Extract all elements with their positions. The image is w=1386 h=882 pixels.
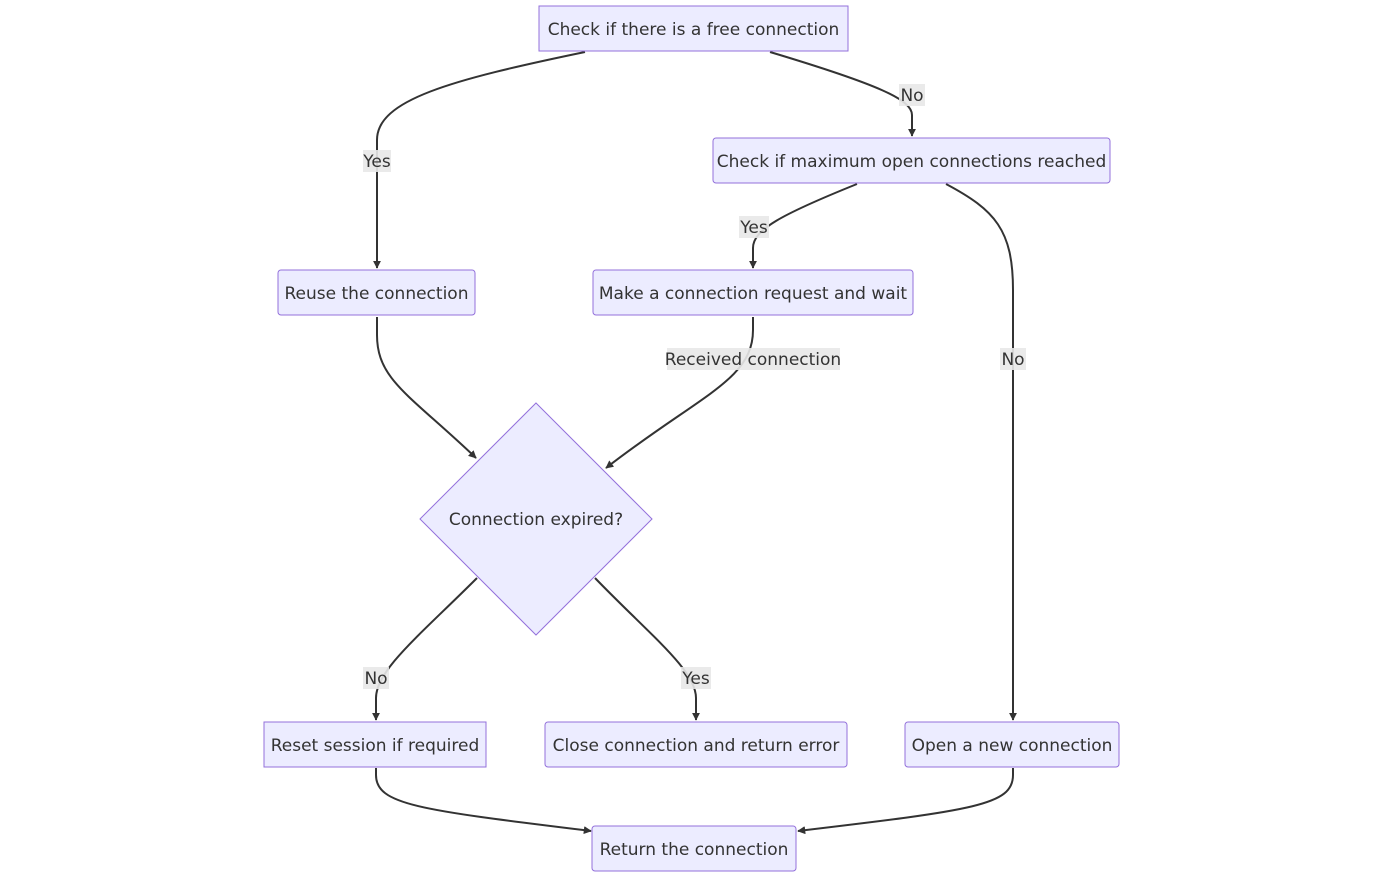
node-check-free-connection: Check if there is a free connection [538, 5, 849, 52]
node-label: Return the connection [600, 840, 789, 860]
edge-request-to-expired [605, 317, 754, 469]
label-bg-received [667, 348, 840, 370]
edge-max-to-open [945, 183, 1017, 721]
label-bg-free-no [899, 84, 925, 106]
node-make-connection-request: Make a connection request and wait [592, 269, 914, 316]
label-bg-max-yes [739, 216, 769, 238]
edge-max-to-request [749, 183, 858, 269]
edge-reuse-to-expired [376, 317, 477, 459]
nodes: Check if there is a free connection Chec… [263, 5, 1120, 872]
edge-reset-to-return [375, 768, 592, 835]
node-connection-expired-decision: Connection expired? [419, 402, 653, 636]
edge-label-received: Received connection [665, 350, 841, 370]
node-open-new-connection: Open a new connection [904, 721, 1120, 768]
node-label: Check if there is a free connection [548, 20, 840, 40]
edge-label-expired-no: No [364, 669, 387, 689]
edge-free-to-reuse [373, 51, 586, 269]
node-label: Reset session if required [271, 736, 480, 756]
edge-free-to-max [769, 51, 916, 137]
node-reset-session: Reset session if required [263, 721, 487, 768]
edge-label-max-yes: Yes [739, 218, 768, 238]
node-close-connection: Close connection and return error [544, 721, 848, 768]
node-label: Check if maximum open connections reache… [717, 152, 1107, 172]
node-reuse-connection: Reuse the connection [277, 269, 476, 316]
label-bg-expired-no [363, 667, 389, 689]
node-label: Make a connection request and wait [599, 284, 908, 304]
node-label: Close connection and return error [553, 736, 840, 756]
edge-expired-to-close [594, 577, 700, 721]
label-bg-max-no [1000, 348, 1026, 370]
node-return-connection: Return the connection [591, 825, 797, 872]
node-label: Connection expired? [449, 510, 623, 530]
edge-label-max-no: No [1001, 350, 1024, 370]
label-bg-expired-yes [681, 667, 711, 689]
edge-label-free-no: No [900, 86, 923, 106]
edges [372, 51, 1017, 835]
label-bg-free-yes [363, 150, 391, 172]
edge-label-free-yes: Yes [362, 152, 391, 172]
node-label: Reuse the connection [285, 284, 469, 304]
edge-labels: Yes No Yes No Received connection No Yes [362, 84, 1026, 689]
edge-open-to-return [797, 768, 1014, 835]
node-label: Open a new connection [912, 736, 1113, 756]
edge-expired-to-reset [372, 577, 478, 721]
edge-label-expired-yes: Yes [681, 669, 710, 689]
node-check-max-connections: Check if maximum open connections reache… [712, 137, 1111, 184]
